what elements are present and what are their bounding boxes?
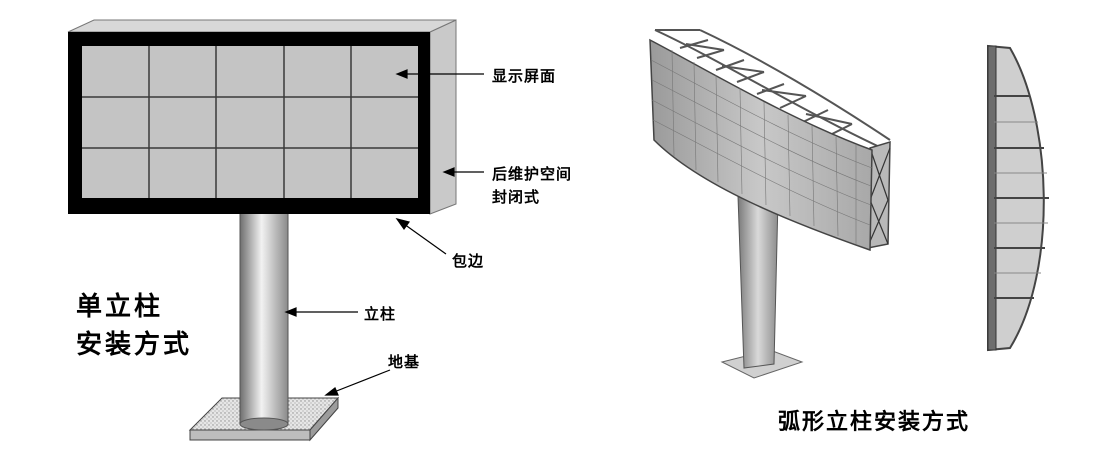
curved-column <box>737 195 779 369</box>
label-enclosed: 封闭式 <box>492 188 541 206</box>
label-column: 立柱 <box>364 305 397 323</box>
single-column-billboard <box>67 19 484 442</box>
truss-frame <box>654 29 891 151</box>
curved-frame-section-view <box>987 44 1049 352</box>
label-foundation: 地基 <box>388 353 421 371</box>
section-crossbars <box>994 95 1049 299</box>
curved-billboard-perspective <box>649 29 891 379</box>
screen-face <box>82 46 418 198</box>
label-rear-maintenance: 后维护空间 <box>492 165 573 183</box>
screen-grid <box>82 46 418 198</box>
section-inner-lines <box>994 121 1048 274</box>
leader-lines <box>284 69 484 396</box>
column-shape <box>239 211 289 431</box>
curved-screen-panel <box>649 38 873 252</box>
title-single-column-line2: 安装方式 <box>76 330 193 360</box>
curved-panel-grid <box>650 49 873 244</box>
end-truss-cross <box>867 147 891 247</box>
label-screen-face: 显示屏面 <box>492 67 557 85</box>
title-single-column-line1: 单立柱 <box>76 292 164 322</box>
cabinet-top <box>67 19 457 33</box>
label-edge-trim: 包边 <box>452 252 485 270</box>
cabinet-side <box>429 19 457 215</box>
title-curved-column: 弧形立柱安装方式 <box>778 410 971 435</box>
